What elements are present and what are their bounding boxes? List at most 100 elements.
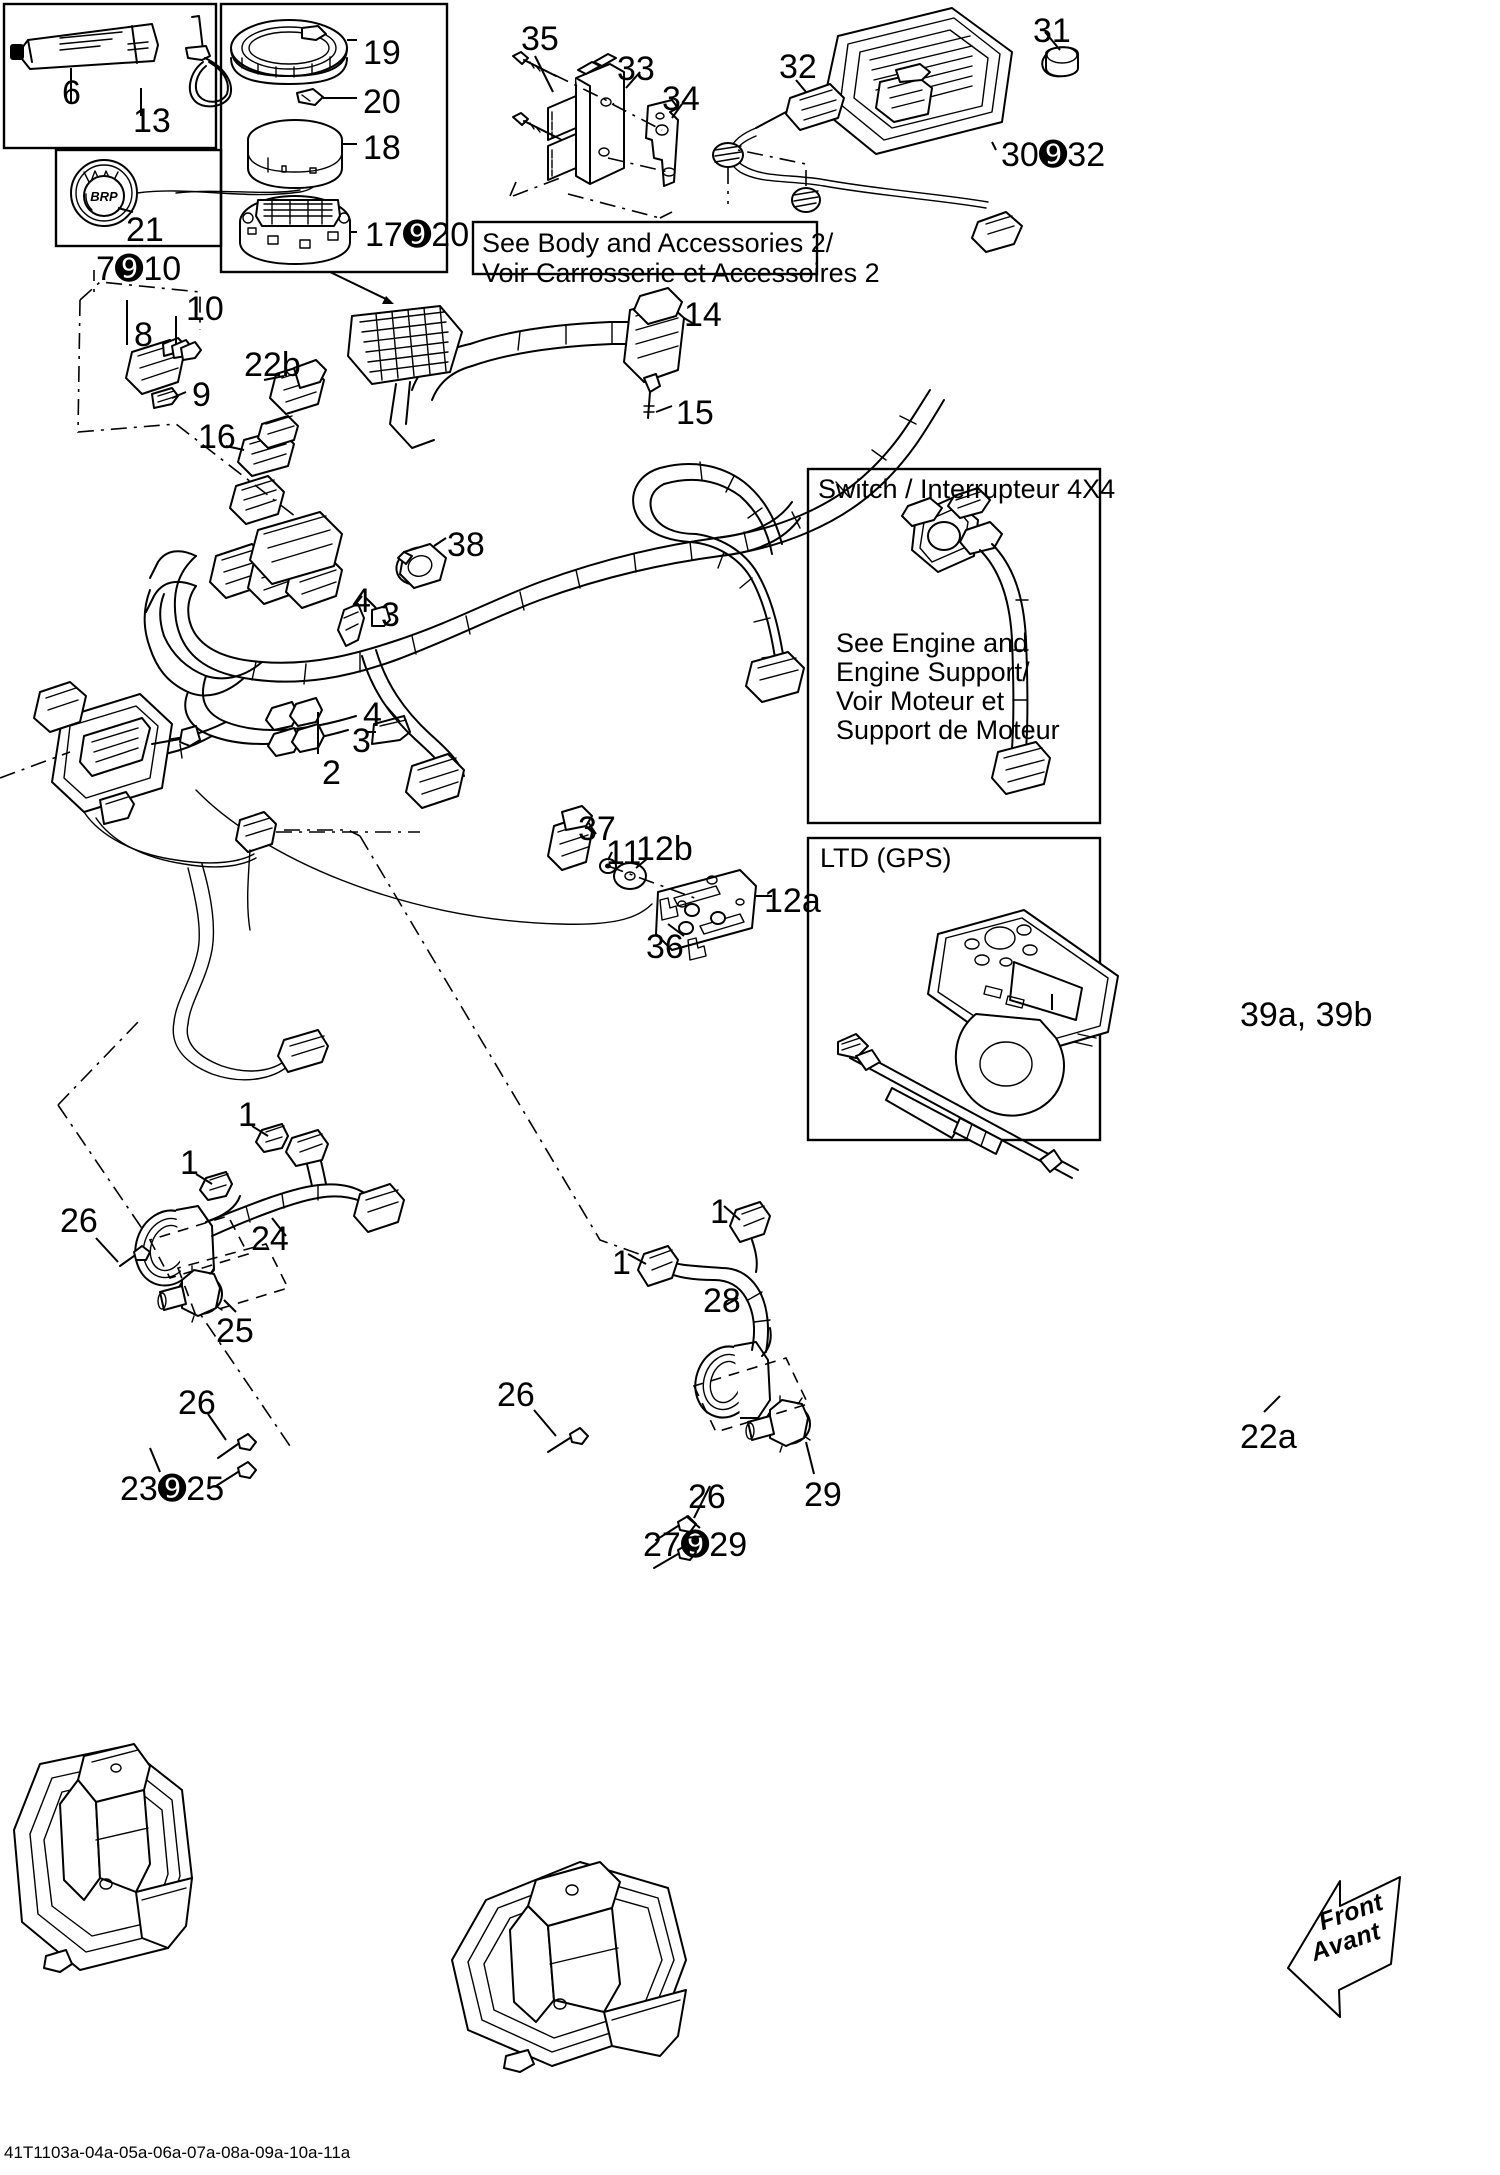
callout-32: 32 <box>779 48 817 86</box>
connector-nut-a <box>712 142 744 168</box>
bracket-12a <box>655 869 757 961</box>
callout-1-d: 1 <box>612 1244 631 1282</box>
callout-20: 20 <box>363 83 401 121</box>
chemicals-panel-frame <box>2 2 218 150</box>
antenna-cable-22a <box>837 1033 1079 1179</box>
callout-12a: 12a <box>764 882 821 920</box>
switch-note-line3: Voir Moteur et <box>836 686 1005 716</box>
callout-36: 36 <box>646 928 684 966</box>
callout-25: 25 <box>216 1312 254 1350</box>
body-accessories-note-line2: Voir Carrosserie et Accessoires 2 <box>482 258 880 288</box>
grommet-12b <box>613 862 647 890</box>
callout-26-b: 26 <box>178 1384 216 1422</box>
callout-17-20: 17➒20 <box>365 216 470 254</box>
callout-1-c: 1 <box>710 1193 729 1231</box>
main-wiring-harness <box>73 270 945 961</box>
callout-26-d: 26 <box>688 1478 726 1516</box>
body-accessories-note-line1: See Body and Accessories 2/ <box>482 228 834 258</box>
callout-37: 37 <box>578 810 616 848</box>
gauge-unit-17 <box>239 195 351 265</box>
clip-1-left-b <box>199 1171 233 1201</box>
callout-28: 28 <box>703 1282 741 1320</box>
callout-22b: 22b <box>244 346 301 384</box>
gauge-bezel-19 <box>230 19 348 85</box>
knob-31 <box>1041 46 1079 78</box>
sensor-14 <box>623 287 685 419</box>
headlight-left-23 <box>13 1743 193 1973</box>
callout-14: 14 <box>684 296 722 334</box>
gauge-cap-18 <box>247 119 343 189</box>
harness-end-connector-top <box>971 211 1023 253</box>
callout-23-25: 23➒25 <box>120 1470 225 1508</box>
screw-26-left-b <box>217 1433 257 1459</box>
callout-2: 2 <box>322 754 341 792</box>
inline-connector-32 <box>755 83 845 131</box>
bulb-29 <box>745 1395 811 1453</box>
clip-1-left-a <box>255 1123 289 1153</box>
harness-connector-right <box>745 651 805 703</box>
callout-7-10: 7➒10 <box>96 250 182 288</box>
harness-end-left <box>277 1029 329 1073</box>
callout-3-a: 3 <box>381 596 400 634</box>
callout-38: 38 <box>447 526 485 564</box>
ecm-bracket-34 <box>645 99 679 187</box>
callout-1-a: 1 <box>238 1096 257 1134</box>
callout-4-a: 4 <box>352 582 371 620</box>
headlight-right-27 <box>451 1861 687 2073</box>
svg-text:BRP: BRP <box>90 189 118 204</box>
screw-26-left-c <box>215 1461 257 1487</box>
callout-26-a: 26 <box>60 1202 98 1240</box>
callout-39a-39b: 39a, 39b <box>1240 996 1373 1034</box>
callout-24: 24 <box>251 1220 289 1258</box>
control-module-left <box>33 681 201 825</box>
screw-26-right-c <box>653 1543 697 1569</box>
switch-note-line1: See Engine and <box>836 628 1029 658</box>
callout-35: 35 <box>521 20 559 58</box>
screw-26-left-a <box>119 1245 151 1267</box>
callout-22a: 22a <box>1240 1418 1297 1456</box>
gauge-panel-frame <box>219 2 449 274</box>
body-accessories-note-frame <box>471 220 819 276</box>
bulb-25 <box>157 1265 223 1323</box>
callout-19: 19 <box>363 34 401 72</box>
callout-33: 33 <box>617 50 655 88</box>
headlight-ring-right-28 <box>694 1327 772 1419</box>
callout-15: 15 <box>676 394 714 432</box>
callout-11: 11 <box>606 834 642 872</box>
callout-18: 18 <box>363 129 401 167</box>
callout-6: 6 <box>62 74 81 112</box>
connector-nut-b <box>791 187 821 213</box>
grease-tube-6 <box>10 23 159 70</box>
callout-12b: 12b <box>636 830 693 868</box>
callout-30-32: 30➒32 <box>1001 136 1106 174</box>
callout-16: 16 <box>198 418 236 456</box>
callout-34: 34 <box>662 80 700 118</box>
callout-21: 21 <box>126 211 164 249</box>
headlight-wire-left <box>205 1129 405 1237</box>
callout-26-c: 26 <box>497 1376 535 1414</box>
cable-tie-13 <box>185 15 232 108</box>
ecm-module-33 <box>547 53 625 185</box>
round-connector-38 <box>395 543 447 589</box>
callout-8: 8 <box>134 316 153 354</box>
gps-unit-39 <box>927 909 1119 1117</box>
connector-37 <box>547 805 593 871</box>
screw-26-right-a <box>547 1427 589 1453</box>
callout-4-b: 4 <box>363 696 382 734</box>
headlight-wire-right <box>637 1201 771 1353</box>
footer-code: 41T1103a-04a-05a-06a-07a-08a-09a-10a-11a <box>4 2143 351 2162</box>
display-assembly-30-32 <box>821 7 1013 155</box>
callout-13: 13 <box>133 102 171 140</box>
callout-10: 10 <box>186 290 224 328</box>
ltd-gps-title: LTD (GPS) <box>820 843 952 873</box>
switch-note-line2: Engine Support/ <box>836 657 1030 687</box>
switch-4x4-panel-frame <box>806 467 1102 825</box>
front-avant-arrow <box>1287 1876 1401 2018</box>
inline-connector-mid-left <box>235 811 277 853</box>
callout-9: 9 <box>192 376 211 414</box>
switch-4x4-illustration <box>901 487 1051 795</box>
fuse-block-7-10 <box>125 337 202 409</box>
callout-29: 29 <box>804 1476 842 1514</box>
gauge-seal-20 <box>296 88 324 106</box>
